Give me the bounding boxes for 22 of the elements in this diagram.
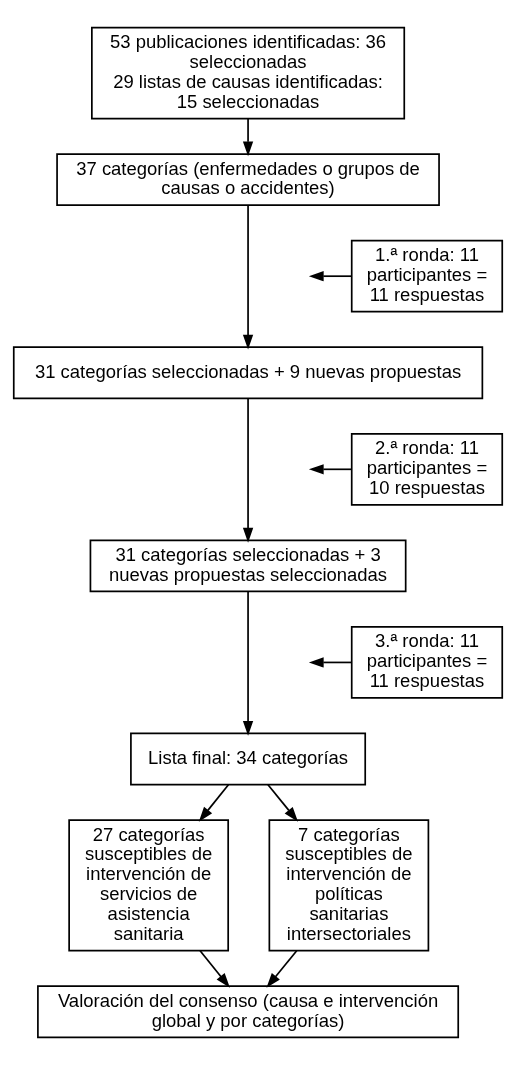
node-box: 37 categorías (enfermedades o grupos de causas o accidentes) — [56, 153, 440, 207]
node-box: 31 categorías seleccionadas + 9 nuevas propuestas — [12, 346, 484, 400]
arrow — [242, 590, 254, 736]
arrow — [242, 204, 254, 350]
arrow — [242, 118, 254, 157]
node-box: 27 categorías susceptibles de intervención de servicios de asistencia sanitaria — [68, 819, 230, 952]
node-box: Lista final: 34 categorías — [130, 732, 367, 786]
node-box: 53 publicaciones identificadas: 36 seleccionadas 29 listas de causas identificadas: 15 seleccionadas — [91, 26, 406, 120]
arrow — [308, 464, 353, 475]
node-box: Valoración del consenso (causa e intervención global y por categorías) — [37, 985, 460, 1039]
node-box: 3.ª ronda: 11 participantes = 11 respuestas — [350, 626, 504, 699]
node-box: 1.ª ronda: 11 participantes = 11 respuestas — [350, 239, 504, 313]
arrow — [199, 949, 230, 988]
arrow — [198, 783, 230, 822]
arrow — [267, 783, 298, 822]
arrow — [308, 271, 353, 282]
node-box: 7 categorías susceptibles de intervención de políticas sanitarias intersectoriales — [268, 819, 430, 952]
arrow — [308, 657, 353, 668]
arrow — [242, 397, 254, 543]
node-box: 31 categorías seleccionadas + 3 nuevas propuestas seleccionadas — [89, 539, 407, 593]
arrow — [266, 949, 298, 988]
node-box: 2.ª ronda: 11 participantes = 10 respuestas — [350, 432, 504, 506]
